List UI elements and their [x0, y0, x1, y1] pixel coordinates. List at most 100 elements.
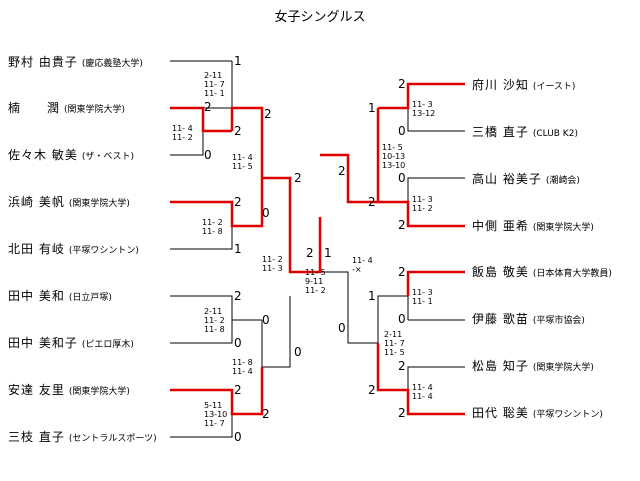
player-name: 三橋 直子 — [472, 125, 529, 139]
black-lines — [170, 60, 465, 438]
match-score: 11- 5 9-11 11- 2 — [305, 268, 326, 295]
match-score: 11- 2 11- 8 — [202, 218, 223, 236]
match-score: 11- 3 13-12 — [412, 100, 436, 118]
player-name: 中側 亜希 — [472, 219, 529, 233]
player-name: 北田 有岐 — [8, 242, 65, 256]
line-left-g4-bot — [170, 414, 233, 438]
line-left-g3-bot — [170, 320, 233, 344]
player-name: 楠 潤 — [8, 101, 61, 115]
line-left-r1b-bot — [170, 131, 204, 156]
match-score: 11- 4 11- 5 — [232, 153, 253, 171]
player-right-8: 田代 聡美(平塚ワシントン) — [472, 406, 603, 422]
player-left-9: 三枝 直子(セントラルスポーツ) — [8, 430, 157, 446]
player-club: (関東学院大学) — [68, 387, 130, 397]
match-score: 2-11 11- 7 11- 1 — [204, 71, 225, 98]
player-right-1: 府川 沙知(イースト) — [472, 78, 575, 94]
round-number: 2 — [234, 195, 242, 209]
round-number: 2 — [264, 107, 272, 121]
match-score: 2-11 11- 7 11- 5 — [384, 330, 405, 357]
round-number: 1 — [368, 101, 376, 115]
round-number: 1 — [324, 246, 332, 260]
round-number: 0 — [398, 124, 406, 138]
player-club: (CLUB K2) — [532, 129, 578, 139]
round-number: 2 — [398, 265, 406, 279]
match-score: 11- 4 11- 2 — [172, 124, 193, 142]
match-score: 11- 4 -× — [352, 256, 373, 274]
player-name: 田中 美和 — [8, 289, 65, 303]
player-right-3: 高山 裕美子(潮崎会) — [472, 172, 580, 188]
player-left-7: 田中 美和子(ピエロ厚木) — [8, 336, 134, 352]
player-club: (ピエロ厚木) — [81, 340, 134, 350]
player-name: 松島 知子 — [472, 359, 529, 373]
round-number: 0 — [234, 430, 242, 444]
round-number: 2 — [262, 407, 270, 421]
player-left-1: 野村 由貴子(慶応義塾大学) — [8, 55, 143, 71]
round-number: 0 — [398, 171, 406, 185]
red-left-final — [288, 217, 322, 274]
match-score: 2-11 11- 2 11- 8 — [204, 307, 225, 334]
player-right-4: 中側 亜希(関東学院大学) — [472, 219, 594, 235]
round-number: 2 — [306, 246, 314, 260]
player-name: 野村 由貴子 — [8, 55, 78, 69]
player-name: 浜崎 美帆 — [8, 195, 65, 209]
red-right-g2 — [378, 200, 465, 228]
player-name: 佐々木 敏美 — [8, 148, 78, 162]
round-number: 1 — [368, 289, 376, 303]
red-left-r3 — [262, 176, 292, 249]
match-score: 11- 3 11- 1 — [412, 288, 433, 306]
match-score: 11- 8 11- 4 — [232, 358, 253, 376]
round-number: 0 — [234, 336, 242, 350]
match-score: 11- 3 11- 2 — [412, 195, 433, 213]
line-left-g2-bot — [170, 226, 233, 250]
round-number: 2 — [368, 195, 376, 209]
player-right-6: 伊藤 歌苗(平塚市協会) — [472, 312, 585, 328]
player-left-5: 北田 有岐(平塚ワシントン) — [8, 242, 139, 258]
player-right-2: 三橋 直子(CLUB K2) — [472, 125, 578, 141]
player-club: (慶応義塾大学) — [81, 59, 143, 69]
round-number: 0 — [398, 312, 406, 326]
player-club: (平塚ワシントン) — [68, 246, 139, 256]
player-left-3: 佐々木 敏美(ザ・ベスト) — [8, 148, 134, 164]
match-score: 5-11 13-10 11- 7 — [204, 401, 228, 428]
round-number: 2 — [234, 383, 242, 397]
round-number: 0 — [204, 148, 212, 162]
red-lines — [170, 82, 465, 416]
round-number: 2 — [234, 124, 242, 138]
player-name: 田中 美和子 — [8, 336, 78, 350]
red-right-g1 — [378, 82, 465, 110]
round-number: 0 — [338, 321, 346, 335]
round-number: 2 — [338, 164, 346, 178]
round-number: 2 — [398, 359, 406, 373]
player-left-2: 楠 潤(関東学院大学) — [8, 101, 125, 117]
player-club: (ザ・ベスト) — [81, 152, 135, 162]
round-number: 2 — [234, 289, 242, 303]
round-number: 2 — [398, 218, 406, 232]
round-number: 0 — [294, 345, 302, 359]
round-number: 0 — [262, 313, 270, 327]
player-club: (日立戸塚) — [68, 293, 112, 303]
player-name: 飯島 敬美 — [472, 265, 529, 279]
player-left-8: 安達 友里(関東学院大学) — [8, 383, 130, 399]
line-left-r3-bot — [261, 296, 291, 368]
red-right-g3 — [406, 270, 465, 296]
match-score: 11- 5 10-13 13-10 — [382, 143, 406, 170]
page-title: 女子シングルス — [274, 10, 366, 25]
player-club: (関東学院大学) — [532, 363, 594, 373]
round-number: 0 — [262, 206, 270, 220]
round-number: 1 — [234, 54, 242, 68]
player-club: (平塚市協会) — [532, 316, 585, 326]
player-club: (セントラルスポーツ) — [68, 434, 157, 444]
player-left-4: 浜崎 美帆(関東学院大学) — [8, 195, 130, 211]
red-right-g4 — [376, 343, 465, 416]
player-club: (平塚ワシントン) — [532, 410, 603, 420]
player-right-7: 松島 知子(関東学院大学) — [472, 359, 594, 375]
player-name: 高山 裕美子 — [472, 172, 542, 186]
player-left-6: 田中 美和(日立戸塚) — [8, 289, 112, 305]
player-club: (関東学院大学) — [64, 105, 126, 115]
round-number: 2 — [398, 77, 406, 91]
player-name: 田代 聡美 — [472, 406, 529, 420]
player-name: 府川 沙知 — [472, 78, 529, 92]
round-number: 2 — [204, 100, 212, 114]
player-name: 伊藤 歌苗 — [472, 312, 529, 326]
